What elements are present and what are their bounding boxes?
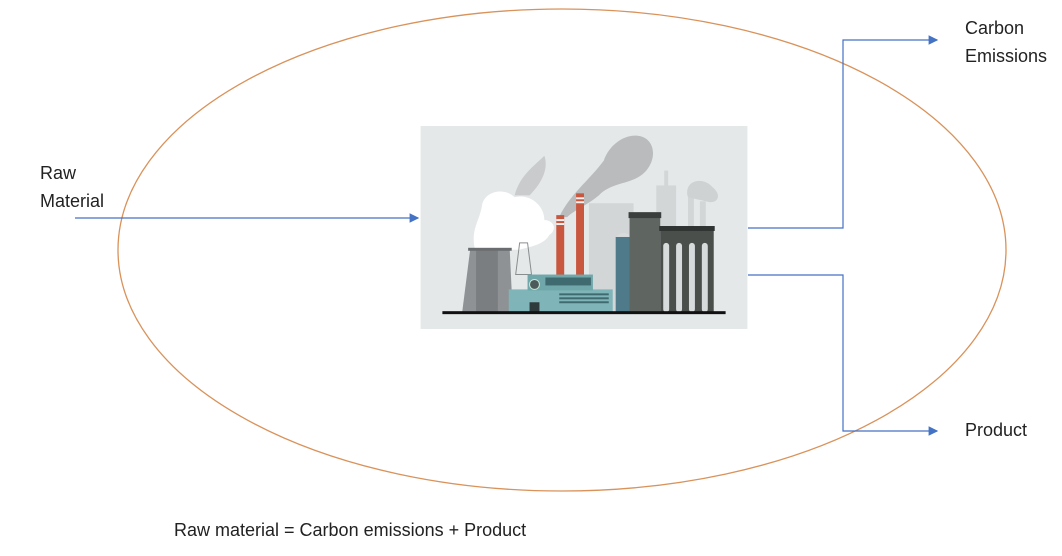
- product-label: Product: [965, 420, 1028, 440]
- factory-illustration: [420, 126, 748, 329]
- carbon-emissions-label-line1: Carbon: [965, 18, 1025, 38]
- mass-balance-equation: Raw material = Carbon emissions + Produc…: [174, 520, 527, 540]
- system-boundary-ellipse: [117, 8, 1007, 492]
- raw-material-label-line2: Material: [40, 191, 105, 211]
- raw-material-label-line1: Raw: [40, 163, 77, 183]
- product-arrow: [748, 274, 939, 436]
- carbon-emissions-label-line2: Emissions: [965, 46, 1048, 66]
- carbon-emissions-arrow: [748, 35, 939, 229]
